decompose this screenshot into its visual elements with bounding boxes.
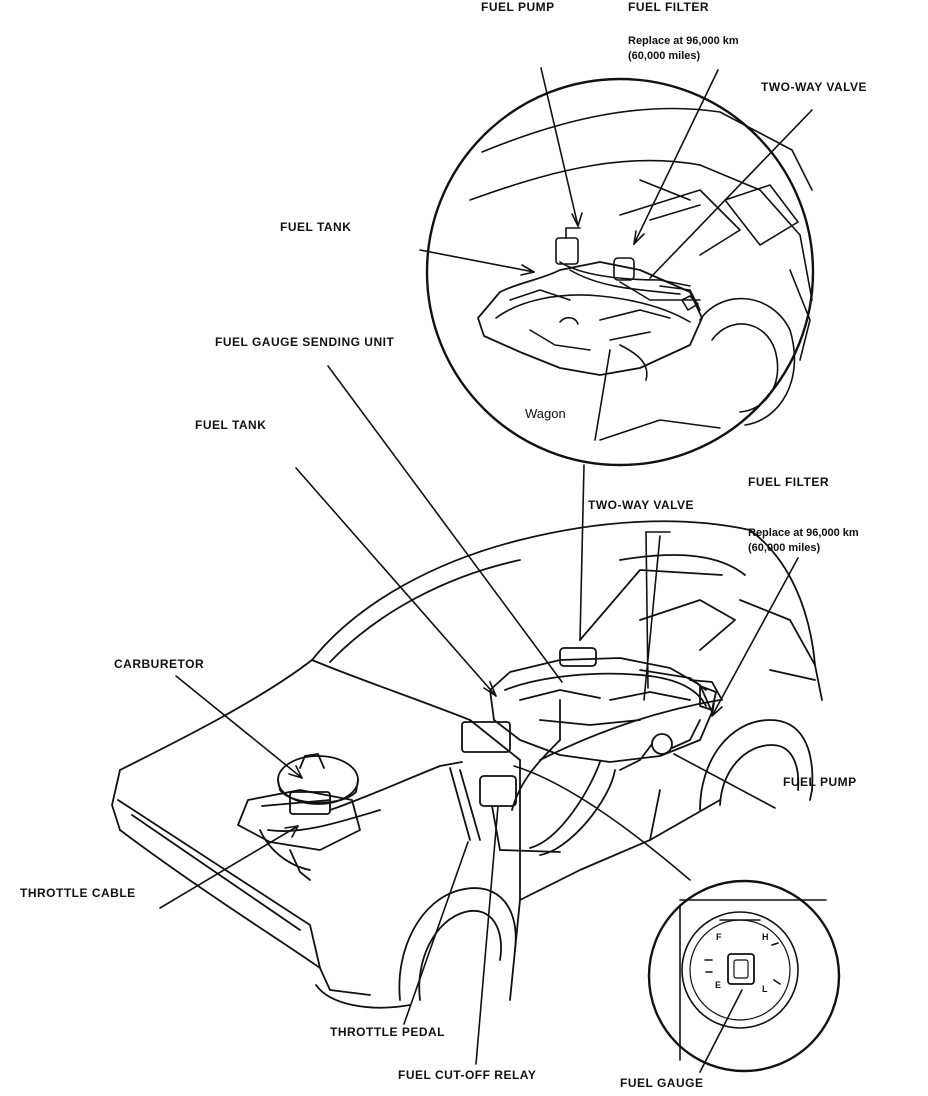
- label-two-way-valve-main: TWO-WAY VALVE: [588, 498, 695, 512]
- label-fuel-filter-main: FUEL FILTER: [748, 475, 830, 489]
- label-throttle-pedal: THROTTLE PEDAL: [330, 1025, 445, 1039]
- fuel-gauge-inset: [647, 879, 841, 1073]
- label-fuel-cut-off-relay: FUEL CUT-OFF RELAY: [398, 1068, 537, 1082]
- label-carburetor: CARBURETOR: [114, 657, 205, 671]
- label-throttle-cable: THROTTLE CABLE: [20, 886, 136, 900]
- label-fuel-pump-main: FUEL PUMP: [783, 775, 857, 789]
- note-replace-top-line2: (60,000 miles): [628, 50, 701, 62]
- gauge-mark-h: H: [762, 932, 769, 942]
- label-fuel-gauge-sending-unit: FUEL GAUGE SENDING UNIT: [215, 335, 395, 349]
- label-fuel-tank-main: FUEL TANK: [195, 418, 267, 432]
- label-fuel-tank-top: FUEL TANK: [280, 220, 352, 234]
- main-fuel-tank: [489, 647, 723, 856]
- note-replace-main-line2: (60,000 miles): [748, 542, 821, 554]
- note-replace-main-line1: Replace at 96,000 km: [748, 527, 859, 539]
- note-replace-top: Replace at 96,000 km (60,000 miles): [628, 34, 739, 64]
- wagon-inset: [425, 77, 815, 467]
- inset-leader-lines: [419, 67, 813, 279]
- label-wagon: Wagon: [525, 406, 566, 421]
- label-fuel-gauge: FUEL GAUGE: [620, 1076, 704, 1090]
- main-car: [111, 520, 823, 1009]
- label-two-way-valve-top: TWO-WAY VALVE: [761, 80, 868, 94]
- label-fuel-filter-top: FUEL FILTER: [628, 0, 710, 14]
- gauge-mark-f: F: [716, 932, 722, 942]
- label-fuel-pump-top: FUEL PUMP: [481, 0, 555, 14]
- note-replace-top-line1: Replace at 96,000 km: [628, 35, 739, 47]
- note-replace-main: Replace at 96,000 km (60,000 miles): [748, 526, 859, 556]
- gauge-mark-e: E: [715, 980, 722, 990]
- main-leader-lines: [159, 365, 799, 1073]
- gauge-mark-l: L: [762, 984, 768, 994]
- engine-carburetor: [237, 721, 517, 881]
